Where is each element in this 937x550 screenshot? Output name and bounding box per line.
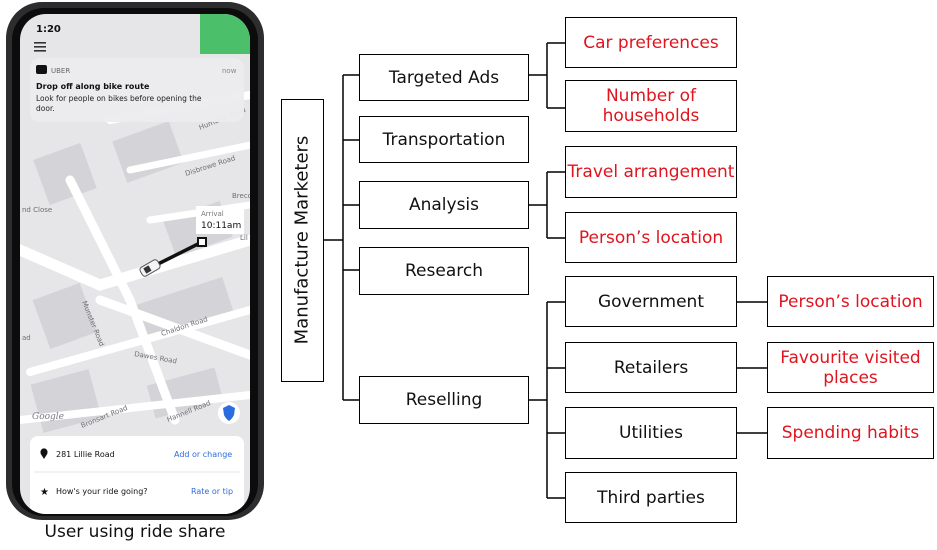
category-analysis: Analysis (359, 181, 529, 229)
car-icon (139, 259, 161, 277)
address-text: 281 Lillie Road (56, 450, 115, 459)
google-logo: Google (32, 412, 64, 422)
street-label: nd Close (22, 206, 52, 214)
buyer-utilities: Utilities (565, 407, 737, 459)
category-reselling: Reselling (359, 376, 529, 424)
screen: Humbolt Road Disbrowe Road Brecon Lil Mu… (20, 14, 256, 514)
street-label: ad (22, 334, 31, 342)
category-targeted-ads: Targeted Ads (359, 54, 529, 101)
detail-number-of-households: Number of households (565, 80, 737, 132)
rate-or-tip-link[interactable]: Rate or tip (191, 487, 233, 496)
notification-time: now (222, 67, 237, 75)
arrival-bubble (196, 206, 244, 234)
ride-card (30, 436, 244, 514)
uber-app-icon (36, 65, 47, 74)
notification-body: Look for people on bikes before opening … (36, 94, 202, 103)
detail-spending-habits: Spending habits (767, 407, 934, 459)
arrival-time: 10:11am (201, 221, 241, 231)
buyer-government: Government (565, 276, 737, 327)
detail-favourite-visited-places: Favourite visited places (767, 342, 934, 393)
buyer-retailers: Retailers (565, 342, 737, 393)
notification-title: Drop off along bike route (36, 82, 150, 91)
root-node-box (281, 99, 324, 382)
safety-shield-button[interactable] (218, 402, 240, 424)
category-research: Research (359, 247, 529, 295)
menu-icon[interactable] (34, 42, 46, 52)
ride-feedback-text: How's your ride going? (56, 487, 148, 496)
notification-app: UBER (51, 67, 70, 75)
street-label: Brecon (232, 192, 256, 200)
detail-travel-arrangement: Travel arrangement (565, 146, 737, 198)
status-time: 1:20 (36, 24, 61, 35)
street-label: Lil (240, 234, 248, 242)
phone-screenshot: Humbolt Road Disbrowe Road Brecon Lil Mu… (0, 0, 270, 522)
add-or-change-link[interactable]: Add or change (174, 450, 232, 459)
buyer-third-parties: Third parties (565, 472, 737, 523)
star-icon: ★ (40, 487, 49, 498)
phone-illustration: Humbolt Road Disbrowe Road Brecon Lil Mu… (6, 2, 264, 520)
location-pin-icon (40, 448, 48, 459)
detail-car-preferences: Car preferences (565, 17, 737, 68)
notification-body: door. (36, 104, 55, 113)
destination-marker (197, 237, 207, 247)
detail-persons-location: Person’s location (565, 212, 737, 263)
phone-caption: User using ride share (44, 522, 226, 542)
notification-banner[interactable]: UBER now Drop off along bike route Look … (30, 58, 244, 122)
detail-government-persons-location: Person’s location (767, 276, 934, 327)
arrival-label: Arrival (201, 210, 224, 218)
root-node-label: Manufacture Marketers (291, 135, 313, 345)
category-transportation: Transportation (359, 116, 529, 163)
